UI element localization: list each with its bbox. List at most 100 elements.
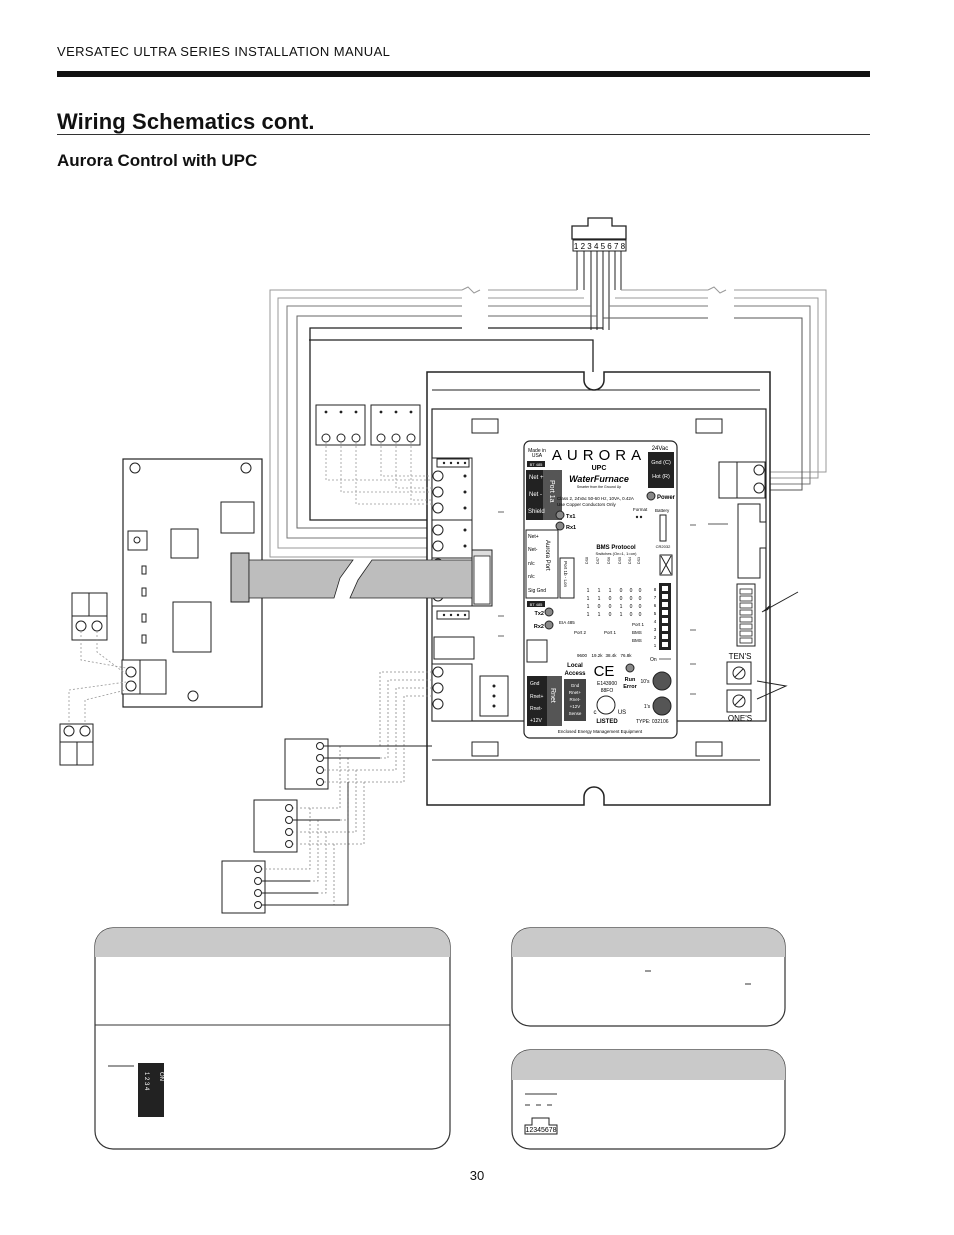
terminal-blocks-top — [315, 404, 421, 446]
bms-col-1: DS8 — [585, 557, 589, 564]
made-in-label: Made in — [528, 448, 546, 454]
bms-col-6: DS3 — [637, 557, 641, 564]
upc-label-card: Made in USA AURORA UPC BT 485 Net + Net … — [523, 440, 678, 739]
bms-r2c1: 1 — [587, 596, 590, 602]
battery-type: CR2032 — [656, 544, 671, 549]
rnet-terminal-blocks — [221, 738, 329, 914]
bms-r4c6: 0 — [639, 612, 642, 618]
bt485-bottom: BT 485 — [530, 602, 544, 607]
section-title: Wiring Schematics cont. — [57, 109, 315, 134]
rnet-pin-2: Rnet+ — [530, 694, 544, 700]
class-note-2: Use Copper Conductors Only — [557, 502, 617, 507]
bms-r4c3: 0 — [609, 612, 612, 618]
ul-c-mark: c — [594, 710, 597, 716]
bms-r3c5: 0 — [630, 604, 633, 610]
bms-r2c5: 0 — [630, 596, 633, 602]
aid-board — [121, 458, 263, 708]
net-minus-label: Net - — [529, 492, 542, 498]
bms-r3c4: 1 — [620, 604, 623, 610]
shield-label: Shield — [528, 509, 545, 515]
bms-r1c5: 0 — [630, 588, 633, 594]
header-rule — [57, 71, 870, 77]
bms-r3c3: 0 — [609, 604, 612, 610]
bms-r4c4: 1 — [620, 612, 623, 618]
bms-r2c6: 0 — [639, 596, 642, 602]
opt-port1: Port 1 — [632, 622, 645, 627]
net-plus-label: Net + — [529, 475, 544, 481]
bms-r3c2: 0 — [598, 604, 601, 610]
tens-dial-label: 10's — [640, 679, 650, 685]
bms-r2c3: 0 — [609, 596, 612, 602]
tens-switch-label: TEN'S — [729, 652, 752, 661]
class-note-1: Class 2, 24Vac 50-60 Hz, 10VA, 0.42A — [557, 496, 634, 501]
ribbon-cable — [248, 559, 473, 599]
ones-dial-label: 1's — [644, 704, 651, 710]
dip-number-3: 3 — [654, 627, 657, 632]
bms-col-5: DS4 — [628, 557, 632, 564]
dip-on-label: On — [650, 657, 657, 663]
aurora-pin-2: Net- — [528, 547, 538, 553]
aurora-pin-4: n/c — [528, 574, 535, 580]
local-access-2: Access — [564, 671, 586, 677]
bms-r4c5: 0 — [630, 612, 633, 618]
format-label: Format — [633, 507, 648, 512]
hot-r-label: Hot (R) — [652, 474, 670, 480]
ul-listed: LISTED — [596, 719, 618, 725]
bms-r3c6: 0 — [639, 604, 642, 610]
bms-protocol-label: BMS Protocol — [596, 545, 636, 551]
battery-label: Battery — [655, 508, 670, 513]
jack-pin-label: 1 2 3 4 5 6 7 8 — [574, 242, 626, 251]
baud-9600: 9600 — [577, 653, 588, 658]
running-header: VERSATEC ULTRA SERIES INSTALLATION MANUA… — [57, 44, 391, 59]
tx1-label: Tx1 — [566, 514, 575, 520]
bms-r2c2: 1 — [598, 596, 601, 602]
error-label: Error — [623, 684, 637, 690]
bms-col-4: DS5 — [618, 557, 622, 564]
ul-us-mark: US — [618, 710, 626, 716]
e-code: 88FO — [601, 688, 614, 694]
power-terminal — [718, 461, 766, 499]
gnd-c-label: Gnd (C) — [651, 460, 671, 466]
bms-r4c2: 1 — [598, 612, 601, 618]
bms-r2c4: 0 — [620, 596, 623, 602]
rnet-right-3: Rnet- — [569, 697, 581, 702]
notes-box-left: 1 2 3 4 ON — [94, 927, 451, 1150]
dip-notes-digits: 1 2 3 4 — [143, 1072, 149, 1091]
ce-mark: CE — [594, 663, 615, 680]
tx2-label: Tx2 — [535, 611, 544, 617]
subsection-title: Aurora Control with UPC — [57, 151, 258, 170]
upc-model: UPC — [592, 465, 607, 472]
ul-type: TYPE: 032106 — [636, 719, 669, 725]
dip-number-1: 1 — [654, 643, 657, 648]
rnet-right-1: Gnd — [571, 683, 580, 688]
left-small-terminals — [59, 592, 108, 766]
bms-r1c1: 1 — [587, 588, 590, 594]
aurora-port-label: Aurora Port — [544, 540, 550, 571]
bms-r1c4: 0 — [620, 588, 623, 594]
bt485-top: BT 485 — [530, 462, 544, 467]
rnet-pin-4: +12V — [530, 718, 542, 724]
aurora-pin-3: n/c — [528, 561, 535, 567]
page-number: 30 — [469, 1168, 485, 1183]
dip-number-2: 2 — [654, 635, 657, 640]
port1-label: Port 1 — [604, 630, 617, 635]
eia485-label: EIA 485 — [559, 620, 575, 625]
aurora-pin-5: Sig Gnd — [528, 588, 546, 594]
rx2-label: Rx2 — [534, 624, 544, 630]
baud-38k: 38.4k — [605, 653, 617, 658]
port2-label: Port 2 — [574, 630, 587, 635]
ones-switch-label: ONE'S — [728, 714, 752, 723]
rnet-right-5: Sense — [569, 711, 582, 716]
dip-number-6: 6 — [654, 603, 657, 608]
notes-box-right-bottom: 12345678 — [511, 1049, 786, 1150]
power-24vac-header: 24Vac — [652, 446, 669, 452]
rj45-jack: 1 2 3 4 5 6 7 8 — [571, 217, 627, 330]
dip-number-4: 4 — [654, 619, 657, 624]
bms-table: DS8 DS7 DS6 DS5 DS4 DS3 1 1 1 0 0 0 1 1 … — [585, 557, 642, 618]
run-label: Run — [625, 677, 636, 683]
wf-tagline: Smarter from the Ground Up — [577, 485, 621, 489]
bms-col-2: DS7 — [596, 557, 600, 564]
rnet-pin-1: Gnd — [530, 681, 540, 687]
dip-number-7: 7 — [654, 595, 657, 600]
